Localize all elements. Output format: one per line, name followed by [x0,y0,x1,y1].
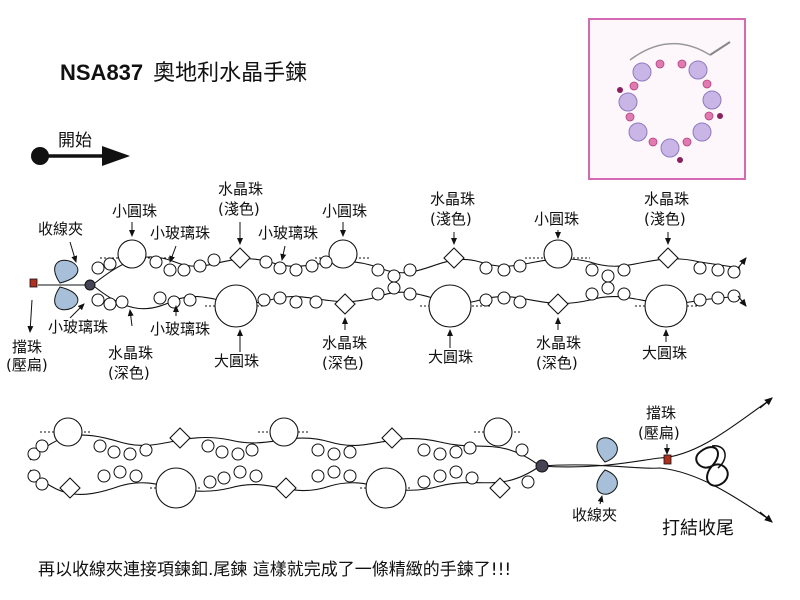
large-round-label-3: 大圓珠 [642,344,688,362]
crystal-light-note-1: (淺色) [218,200,260,218]
crystal-light-note-3: (淺色) [644,210,686,228]
row1-medium-beads [117,239,573,269]
row1-small-beads [91,253,741,311]
stopper-left-note: (壓扁) [6,356,48,374]
stopper-right-label: 擋珠 [646,404,677,422]
bracelet-photo [588,18,746,180]
small-round-label-1: 小圓珠 [112,202,158,220]
crystal-light-label-1: 水晶珠 [218,180,264,198]
row2-label-arrows [597,444,670,505]
start-label: 開始 [58,131,92,151]
stopper-left-label: 擋珠 [12,338,43,356]
row2-medium-beads [53,417,513,447]
small-glass-label-2: 小玻璃珠 [150,224,211,242]
crystal-dark-label-3: 水晶珠 [536,334,582,352]
small-round-label-3: 小圓珠 [534,210,580,228]
row2-crystals [59,427,511,499]
crystal-light-note-2: (淺色) [430,210,472,228]
row1-crystals [229,247,679,315]
small-glass-label-1: 小玻璃珠 [48,318,109,336]
row2-end-arrows [759,397,773,523]
right-stopper-bead [663,454,672,465]
small-round-label-2: 小圓珠 [322,202,368,220]
row1-label-arrows [27,222,671,352]
row2-small-beads [27,439,535,491]
crystal-dark-note-3: (深色) [536,354,578,372]
left-stopper-bead [29,278,38,288]
product-name: 奧地利水晶手鍊 [153,61,308,86]
start-arrow [31,146,130,166]
footer-instruction: 再以收線夾連接項鍊釦.尾鍊 這樣就完成了一條精緻的手鍊了!!! [38,560,512,580]
stopper-right-note: (壓扁) [638,424,680,442]
knot-label: 打結收尾 [662,518,734,539]
knot-icon [695,445,729,487]
large-round-label-2: 大圓珠 [428,348,474,366]
clasp-left-label: 收線夾 [38,220,84,238]
product-code: NSA837 [60,60,144,85]
page-title: NSA837 奧地利水晶手鍊 [60,62,307,85]
crystal-dark-label-1: 水晶珠 [108,344,154,362]
row1-large-beads [214,284,688,328]
clasp-right-label: 收線夾 [572,506,618,524]
row2-large-beads [155,467,407,509]
left-clasp [38,259,96,311]
crystal-light-label-3: 水晶珠 [644,190,690,208]
row2-end-bead [535,459,549,473]
large-round-label-1: 大圓珠 [214,352,260,370]
crystal-dark-note-1: (深色) [108,364,150,382]
crystal-light-label-2: 水晶珠 [430,190,476,208]
bracelet-photo-illustration [590,20,744,178]
small-glass-label-4: 小玻璃珠 [150,320,211,338]
small-glass-label-3: 小玻璃珠 [258,224,319,242]
right-clasp [596,437,618,495]
crystal-dark-note-2: (深色) [322,354,364,372]
row1-end-arrows [737,257,747,307]
crystal-dark-label-2: 水晶珠 [322,334,368,352]
